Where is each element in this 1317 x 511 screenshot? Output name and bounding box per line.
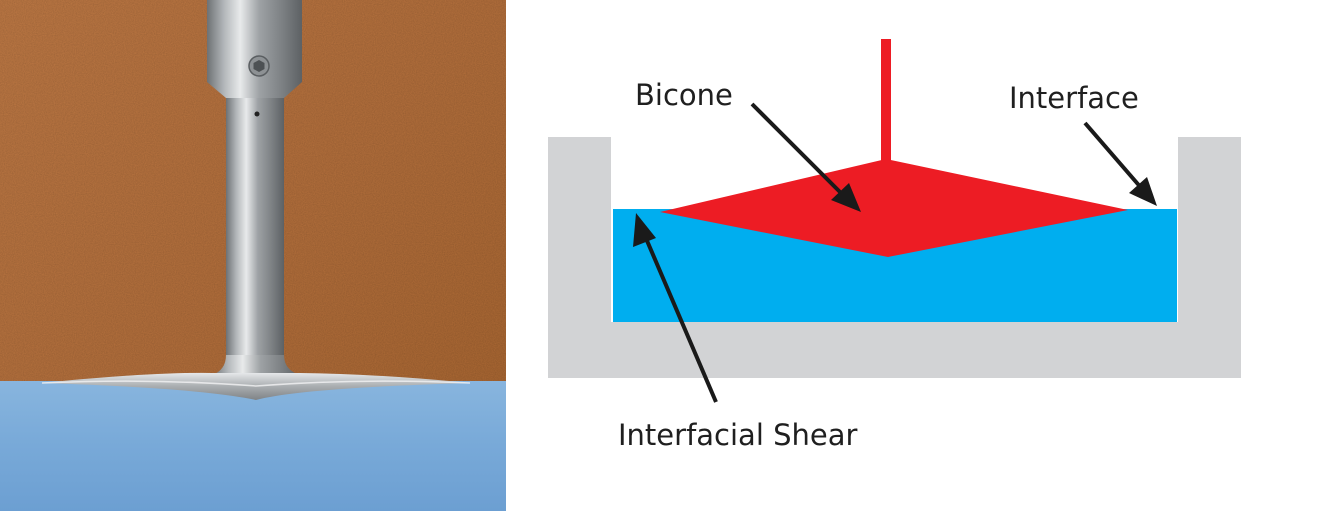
arrow-icon (1083, 121, 1145, 192)
bicone-flare (212, 355, 300, 375)
schematic-diagram: Bicone Interface Interfacial Shear (548, 39, 1241, 452)
arrow-icon (643, 235, 718, 403)
label-interface: Interface (1009, 81, 1139, 115)
arrow-icon (750, 102, 847, 199)
bicone-probe-photo (0, 0, 506, 511)
spindle-shaft (226, 98, 284, 370)
spindle-taper (207, 82, 302, 98)
photo-liquid (0, 381, 506, 511)
label-interfacial-shear: Interfacial Shear (618, 418, 857, 452)
spindle-rod (881, 39, 891, 161)
shaft-hole (254, 111, 260, 117)
vessel (548, 137, 1241, 378)
label-bicone: Bicone (635, 78, 733, 112)
bicone-shape (660, 159, 1128, 257)
